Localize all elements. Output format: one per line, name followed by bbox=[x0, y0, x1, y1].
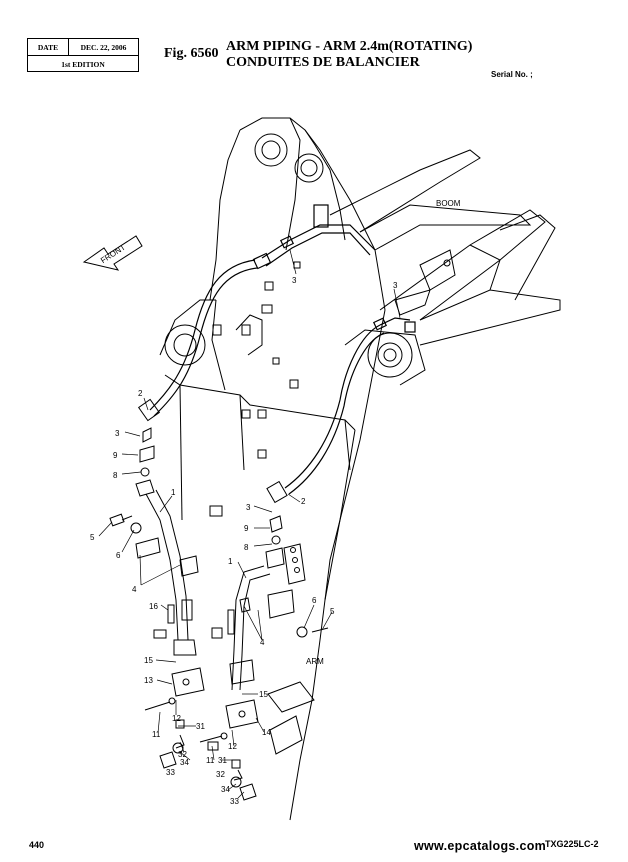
callout: 32 bbox=[178, 750, 187, 759]
callout: 31 bbox=[218, 756, 227, 765]
callout: 1 bbox=[228, 557, 233, 566]
callout-numbers: 3 3 2 3 9 8 1 5 6 4 16 15 13 12 31 11 32… bbox=[90, 276, 398, 806]
callout: 9 bbox=[113, 451, 118, 460]
callout: 16 bbox=[149, 602, 158, 611]
date-label: DATE bbox=[28, 39, 69, 55]
callout: 6 bbox=[116, 551, 121, 560]
callout: 2 bbox=[301, 497, 306, 506]
callout: 4 bbox=[132, 585, 137, 594]
callout: 3 bbox=[115, 429, 120, 438]
callout: 11 bbox=[206, 756, 215, 765]
callout: 3 bbox=[292, 276, 297, 285]
callout: 4 bbox=[260, 638, 265, 647]
edition-label: 1st EDITION bbox=[61, 59, 105, 69]
boom-structure bbox=[329, 149, 561, 386]
callout: 31 bbox=[196, 722, 205, 731]
callout: 34 bbox=[180, 758, 189, 767]
callout: 15 bbox=[259, 690, 268, 699]
hose-lines-upper bbox=[149, 204, 416, 495]
callout: 9 bbox=[244, 524, 249, 533]
date-row: DATE DEC. 22, 2006 bbox=[28, 39, 138, 56]
boom-label: BOOM bbox=[436, 199, 461, 208]
callout: 34 bbox=[221, 785, 230, 794]
arm-label: ARM bbox=[306, 657, 324, 666]
callout: 32 bbox=[216, 770, 225, 779]
date-value: DEC. 22, 2006 bbox=[80, 42, 127, 52]
callout: 1 bbox=[171, 488, 176, 497]
callout: 12 bbox=[228, 742, 237, 751]
callout: 33 bbox=[166, 768, 175, 777]
callout: 8 bbox=[113, 471, 118, 480]
callout: 15 bbox=[144, 656, 153, 665]
callout: 12 bbox=[172, 714, 181, 723]
figure-title-en: ARM PIPING - ARM 2.4m(ROTATING) bbox=[226, 39, 473, 54]
model-number: TXG225LC-2 bbox=[545, 839, 599, 849]
callout: 33 bbox=[230, 797, 239, 806]
watermark-text: www.epcatalogs.com bbox=[414, 839, 547, 853]
callout: 11 bbox=[152, 730, 161, 739]
callout: 5 bbox=[90, 533, 95, 542]
callout: 14 bbox=[262, 728, 271, 737]
callout: 6 bbox=[312, 596, 317, 605]
edition-header-box: DATE DEC. 22, 2006 1st EDITION bbox=[27, 38, 139, 72]
front-arrow-icon bbox=[82, 235, 143, 271]
callout: 13 bbox=[144, 676, 153, 685]
left-pipe-assembly bbox=[109, 398, 205, 769]
leader-lines bbox=[98, 249, 401, 799]
callout: 8 bbox=[244, 543, 249, 552]
callout: 3 bbox=[393, 281, 398, 290]
figure-title-fr: CONDUITES DE BALANCIER bbox=[226, 55, 420, 70]
arm-body bbox=[159, 117, 386, 821]
callout: 3 bbox=[246, 503, 251, 512]
callout: 2 bbox=[138, 389, 143, 398]
figure-number: Fig. 6560 bbox=[164, 46, 219, 61]
callout: 5 bbox=[330, 607, 335, 616]
serial-number-label: Serial No. ; bbox=[491, 70, 533, 79]
page-number: 440 bbox=[29, 840, 45, 850]
